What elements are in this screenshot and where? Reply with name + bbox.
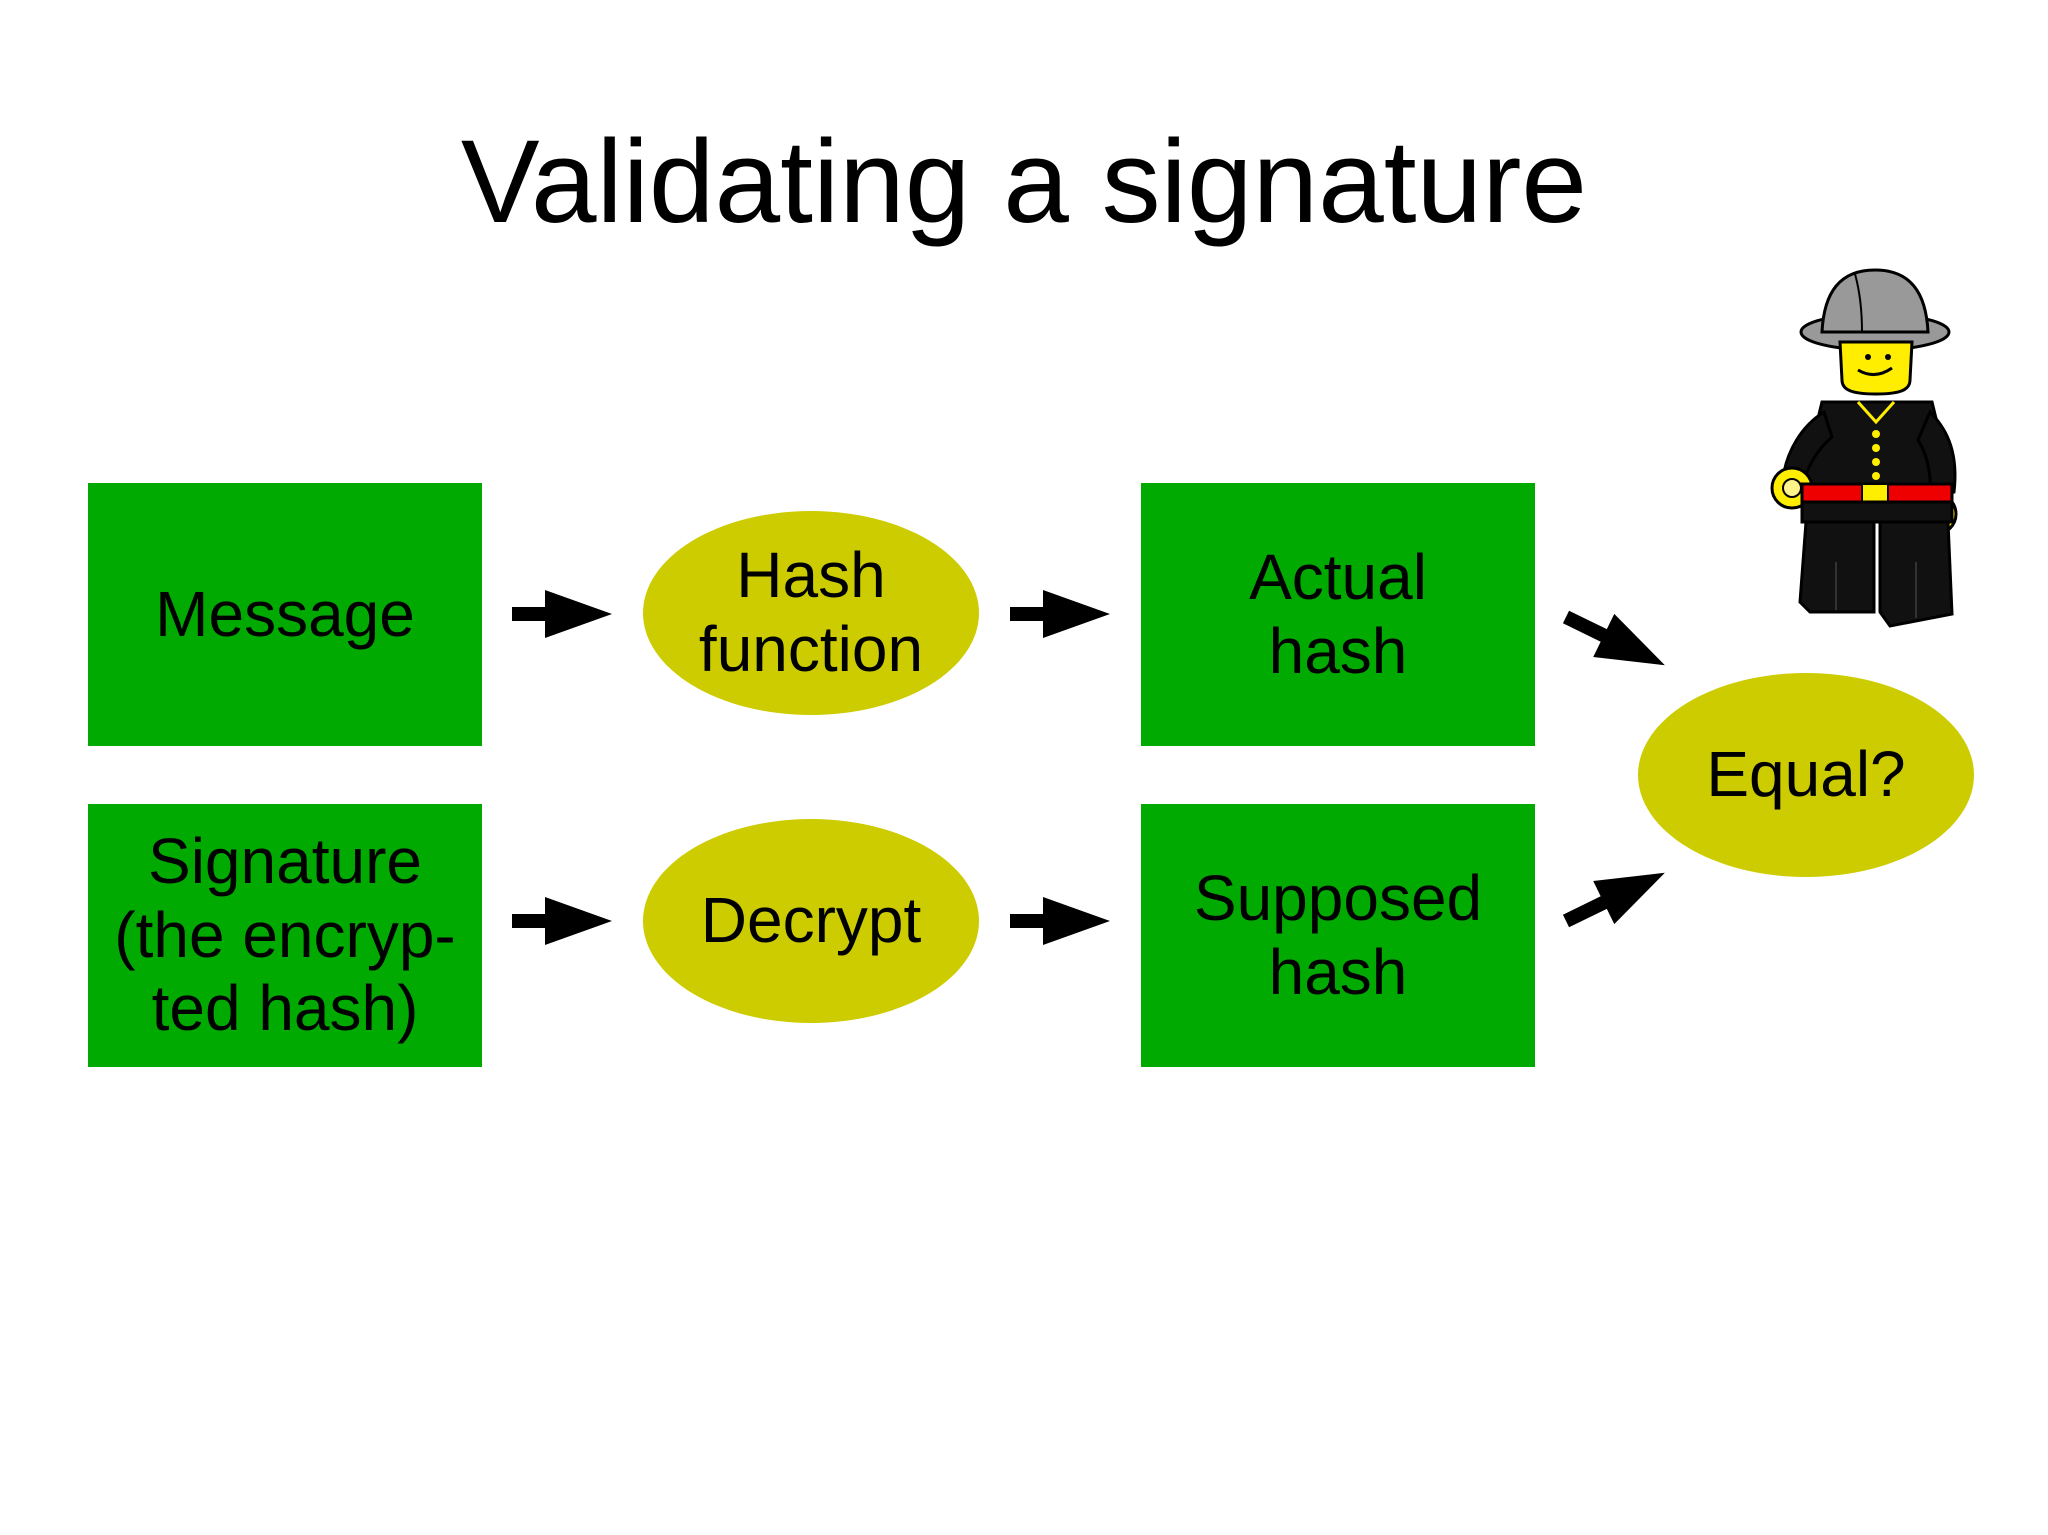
arrow-message-to-hash: [512, 590, 612, 638]
supposed-hash-box: Supposed hash: [1141, 804, 1535, 1067]
actual-hash-box: Actual hash: [1141, 483, 1535, 746]
hash-function-oval: Hash function: [643, 511, 979, 715]
arrow-hash-to-actual: [1010, 590, 1110, 638]
arrow-decrypt-to-supposed: [1010, 897, 1110, 945]
signature-box: Signature (the encryp- ted hash): [88, 804, 482, 1067]
arrow-supposed-to-equal: [1562, 872, 1665, 928]
equal-oval: Equal?: [1638, 673, 1974, 877]
slide-title: Validating a signature: [460, 116, 1588, 248]
message-box: Message: [88, 483, 482, 746]
lego-firefighter-minifigure-icon: [1770, 268, 1958, 628]
arrow-actual-to-equal: [1562, 610, 1665, 666]
arrow-signature-to-decrypt: [512, 897, 612, 945]
decrypt-oval: Decrypt: [643, 819, 979, 1023]
